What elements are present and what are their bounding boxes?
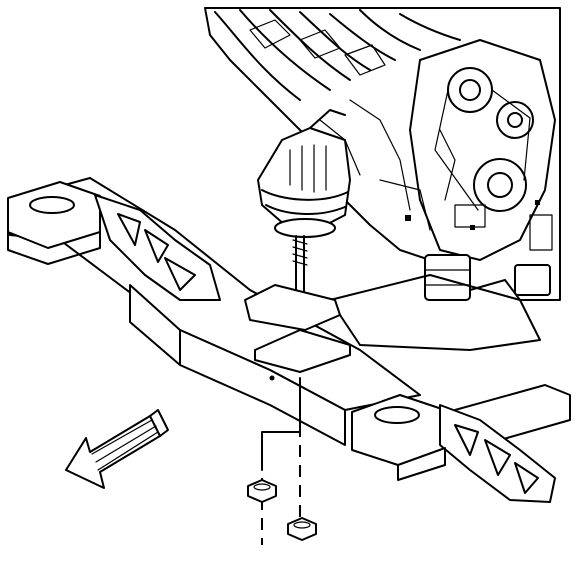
forward-direction-arrow-icon [65,409,169,489]
mount-nut-left [247,479,277,503]
mount-nut-right [287,517,317,541]
mount-nuts [247,377,317,545]
front-crossmember [7,177,571,503]
engine-mount [257,109,351,238]
engine-assembly [204,7,561,301]
